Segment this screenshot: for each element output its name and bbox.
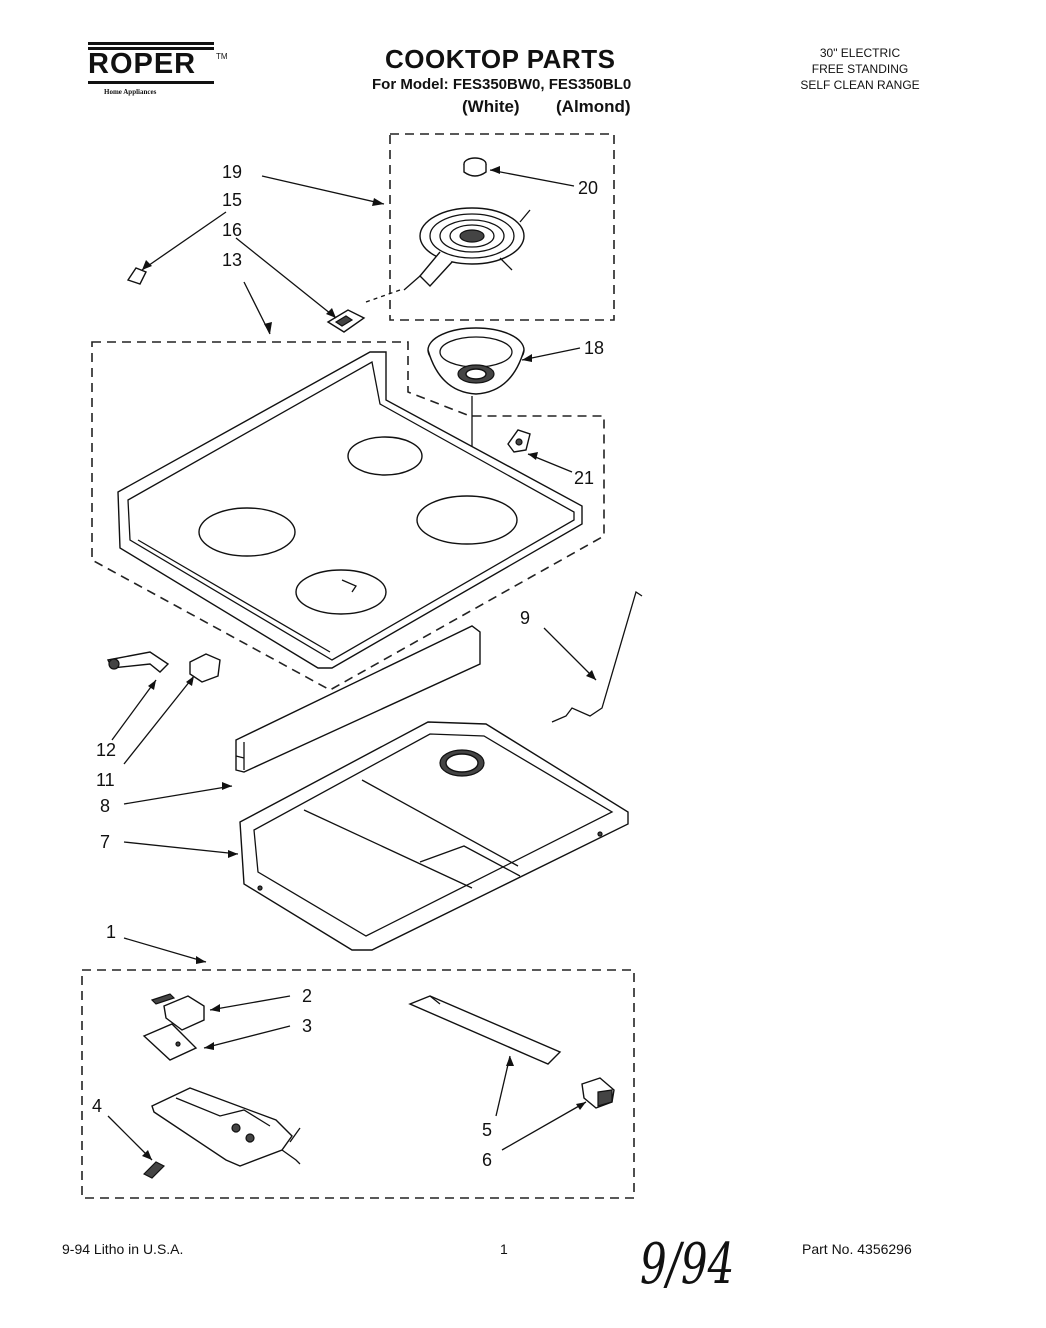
callout-21: 21	[574, 468, 594, 488]
brand-wordmark: ROPER	[88, 48, 197, 80]
mounting-strap-part	[408, 995, 562, 1065]
arrowheads	[142, 166, 596, 1160]
cooktop-part	[117, 351, 583, 669]
insulator-part	[142, 1023, 198, 1061]
callout-6: 6	[482, 1150, 492, 1170]
page-title: COOKTOP PARTS	[385, 44, 616, 74]
brand-logo: ROPER TM Home Appliances	[86, 40, 228, 100]
product-desc-line-1: 30" ELECTRIC	[819, 46, 901, 60]
callout-7: 7	[100, 832, 110, 852]
hinge-spring-part	[106, 651, 170, 673]
bumper-part	[189, 653, 221, 683]
terminal-block-part	[326, 289, 401, 333]
wire-connector-part	[142, 1161, 166, 1179]
page-number: 1	[500, 1241, 508, 1257]
callout-5: 5	[482, 1120, 492, 1140]
surface-unit-cap-part	[463, 157, 487, 177]
callout-18: 18	[584, 338, 604, 358]
callout-20: 20	[578, 178, 598, 198]
handwritten-note: 9/94	[640, 1232, 735, 1297]
logo-rule-top-2	[88, 47, 214, 50]
callout-15: 15	[222, 190, 242, 210]
callout-12: 12	[96, 740, 116, 760]
callout-13: 13	[222, 250, 242, 270]
cooktop-group-box	[91, 341, 605, 691]
control-bracket-assembly	[151, 1087, 301, 1167]
burner-box-part	[239, 721, 629, 951]
callout-16: 16	[222, 220, 242, 240]
support-rod-part	[551, 590, 643, 723]
element-bracket-part	[507, 429, 531, 453]
variant-white: (White)	[462, 97, 520, 116]
callout-19: 19	[222, 162, 242, 182]
surface-element-part	[403, 207, 531, 291]
infinite-switch-part	[150, 993, 205, 1031]
rear-trim-strip-part	[235, 625, 481, 773]
print-date: 9-94 Litho in U.S.A.	[62, 1241, 184, 1257]
product-desc-line-3: SELF CLEAN RANGE	[800, 78, 920, 92]
element-group-box	[389, 133, 615, 321]
drip-bowl-part	[427, 327, 525, 395]
model-line: For Model: FES350BW0, FES350BL0	[372, 76, 632, 93]
variant-almond: (Almond)	[556, 97, 631, 116]
clip-part	[126, 267, 147, 285]
part-number: Part No. 4356296	[802, 1241, 912, 1257]
brand-trademark: TM	[216, 52, 228, 61]
product-desc-line-2: FREE STANDING	[811, 62, 909, 76]
control-parts-group-box	[81, 969, 635, 1199]
callout-9: 9	[520, 608, 530, 628]
brand-subtitle: Home Appliances	[104, 88, 157, 96]
callout-1: 1	[106, 922, 116, 942]
callout-11: 11	[96, 770, 115, 790]
callout-3: 3	[302, 1016, 312, 1036]
callout-2: 2	[302, 986, 312, 1006]
leader-lines	[107, 169, 597, 1161]
callout-8: 8	[100, 796, 110, 816]
end-block-part	[581, 1077, 615, 1109]
logo-rule-bottom	[88, 81, 214, 84]
logo-rule-top	[88, 42, 214, 45]
callout-4: 4	[92, 1096, 102, 1116]
